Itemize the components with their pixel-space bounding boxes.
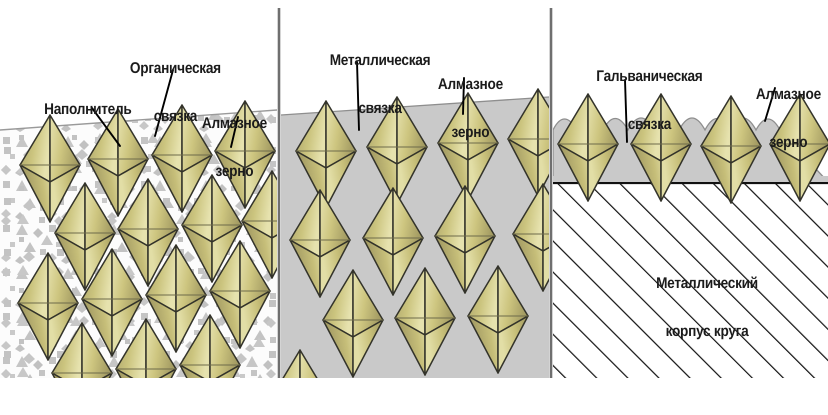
label-galvanic-bond: Гальваническая связка [568, 36, 731, 166]
label-metallic-bond-line2: связка [358, 100, 402, 118]
leader-filler [91, 107, 121, 147]
diamond-grain-group-organic [17, 100, 277, 378]
label-diamond-mid-line2: зерно [451, 124, 490, 142]
panel-dividers [277, 8, 553, 378]
leader-diamond-left [230, 116, 239, 148]
label-metallic-bond: Металлическая связка [303, 20, 457, 150]
label-diamond-grain-left: Алмазное зерно [186, 83, 283, 213]
leader-diamond-mid [462, 77, 465, 115]
leader-diamond-right [764, 87, 776, 122]
leader-metallic-bond [356, 61, 360, 131]
label-filler: Наполнитель [30, 86, 132, 135]
label-galvanic-bond-line2: связка [627, 116, 672, 134]
diamond-grain-group-galvanic [557, 93, 828, 204]
label-metal-body: Металлический корпус круга [630, 243, 784, 373]
label-metal-body-line1: Металлический [656, 274, 758, 292]
leader-galvanic-bond [624, 79, 628, 143]
diamond-grain-group-metallic [282, 88, 549, 378]
label-organic-bond-line2: связка [153, 108, 198, 126]
label-diamond-right-line2: зерно [769, 134, 808, 152]
label-leader-lines [91, 61, 776, 148]
label-filler-line1: Наполнитель [44, 101, 132, 119]
label-organic-bond: Органическая связка [105, 28, 246, 158]
label-galvanic-bond-line1: Гальваническая [596, 67, 703, 85]
label-diamond-left-line1: Алмазное [201, 114, 267, 132]
label-diamond-mid-line1: Алмазное [437, 75, 503, 93]
label-metallic-bond-line1: Металлическая [329, 51, 431, 69]
leader-organic-bond [154, 69, 174, 137]
label-organic-bond-line1: Органическая [129, 59, 221, 77]
label-diamond-left-line2: зерно [215, 163, 254, 181]
metal-body-hatching [553, 182, 828, 378]
label-diamond-grain-mid: Алмазное зерно [422, 44, 519, 174]
label-metal-body-line2: корпус круга [665, 323, 749, 341]
label-diamond-right-line1: Алмазное [755, 85, 821, 103]
label-diamond-grain-right: Алмазное зерно [740, 54, 828, 184]
